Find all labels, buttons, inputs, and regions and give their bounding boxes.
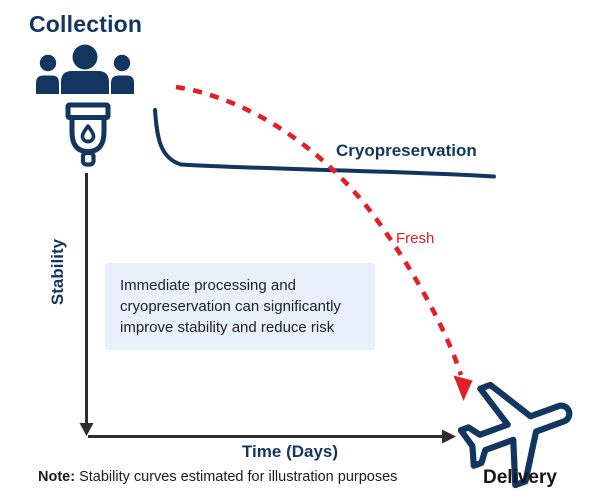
delivery-stage-title: Delivery bbox=[483, 467, 557, 488]
footnote: Note: Stability curves estimated for ill… bbox=[38, 469, 397, 485]
fresh-curve-arrowhead-icon bbox=[453, 375, 473, 401]
cryopreservation-curve bbox=[153, 108, 496, 179]
y-axis-arrow-icon bbox=[79, 423, 94, 436]
y-axis bbox=[79, 173, 94, 436]
y-axis-label: Stability bbox=[48, 238, 67, 306]
callout-line: improve stability and reduce risk bbox=[120, 319, 335, 336]
fresh-curve-label: Fresh bbox=[396, 230, 435, 247]
callout-line: cryopreservation can significantly bbox=[120, 298, 341, 315]
people-group-icon bbox=[36, 44, 134, 94]
callout-line: Immediate processing and bbox=[120, 277, 296, 294]
airplane-icon bbox=[457, 381, 573, 489]
fresh-curve bbox=[175, 84, 464, 376]
x-axis bbox=[88, 429, 456, 444]
x-axis-arrow-icon bbox=[442, 429, 456, 444]
cryopreservation-curve-label: Cryopreservation bbox=[336, 141, 477, 160]
collection-stage-title: Collection bbox=[29, 11, 143, 37]
x-axis-label: Time (Days) bbox=[241, 442, 339, 461]
blood-collection-bag-icon bbox=[65, 102, 111, 167]
footnote-prefix: Note: bbox=[38, 469, 76, 485]
footnote-text: Stability curves estimated for illustrat… bbox=[75, 469, 398, 485]
callout-box: Immediate processing and cryopreservatio… bbox=[105, 263, 375, 350]
